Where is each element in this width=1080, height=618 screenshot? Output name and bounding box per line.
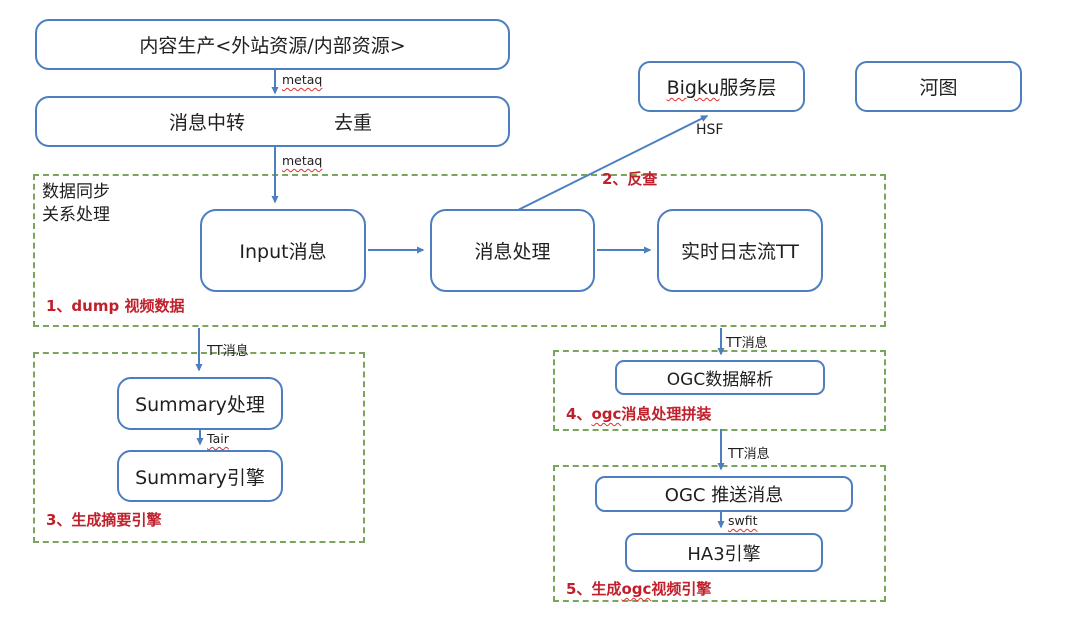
note-step4-word: ogc	[591, 405, 622, 423]
label-tt-ogc-parse: TT消息	[726, 332, 768, 351]
label-tair-text: Tair	[207, 431, 229, 446]
node-dedup-label: 去重	[334, 112, 373, 134]
node-ha3-engine: HA3引擎	[625, 533, 823, 572]
node-hetu-label: 河图	[919, 77, 958, 99]
node-bigku-label: Bigku服务层	[667, 73, 777, 100]
label-metaq-bottom: metaq	[282, 153, 322, 168]
label-hsf: HSF	[696, 122, 723, 138]
note-step5-suffix: 视频引擎	[651, 580, 712, 598]
node-hetu: 河图	[855, 61, 1022, 112]
bigku-suffix: 服务层	[719, 77, 777, 99]
node-input-message-label: Input消息	[239, 241, 327, 263]
label-tt-ogc-parse-text: TT消息	[726, 336, 768, 351]
node-message-processing-label: 消息处理	[474, 241, 551, 263]
node-content-production: 内容生产<外站资源/内部资源>	[35, 19, 510, 70]
node-content-production-label: 内容生产<外站资源/内部资源>	[139, 35, 406, 57]
node-summary-engine: Summary引擎	[117, 450, 283, 502]
group-data-sync-title-line1: 数据同步	[42, 182, 110, 202]
label-tt-summary: TT消息	[207, 340, 249, 359]
label-tt-ogc-push: TT消息	[728, 443, 770, 462]
note-step2-backcheck: 2、反查	[602, 168, 657, 189]
label-hsf-text: HSF	[696, 122, 724, 138]
node-message-relay: 消息中转 去重	[35, 96, 510, 147]
node-realtime-log-tt: 实时日志流TT	[657, 209, 823, 292]
label-metaq-top: metaq	[282, 72, 322, 87]
label-swfit: swfit	[728, 513, 758, 528]
note-step4-prefix: 4、	[566, 405, 592, 423]
label-tt-summary-text: TT消息	[207, 344, 249, 359]
label-swfit-text: swfit	[728, 513, 758, 528]
node-ogc-push-label: OGC 推送消息	[664, 485, 784, 506]
node-ogc-parse-label: OGC数据解析	[666, 370, 774, 390]
note-step4-ogc: 4、ogc消息处理拼装	[566, 403, 711, 424]
note-step5-prefix: 5、生成	[566, 580, 622, 598]
node-message-processing: 消息处理	[430, 209, 595, 292]
node-ogc-parse: OGC数据解析	[615, 360, 825, 395]
note-step5-word: ogc	[621, 580, 652, 598]
note-step5-ogc-video: 5、生成ogc视频引擎	[566, 578, 711, 599]
node-ogc-push: OGC 推送消息	[595, 476, 853, 512]
note-step2-text: 2、反查	[602, 170, 658, 188]
label-tt-ogc-push-text: TT消息	[728, 447, 770, 462]
group-data-sync-title-line2: 关系处理	[42, 205, 110, 225]
label-metaq-top-text: metaq	[282, 72, 323, 87]
node-summary-processing-label: Summary处理	[135, 394, 265, 416]
note-step3-summary: 3、生成摘要引擎	[46, 509, 161, 530]
group-data-sync-title: 数据同步 关系处理	[42, 181, 110, 227]
note-step1-text: 1、dump 视频数据	[46, 297, 185, 315]
group-data-sync	[33, 174, 886, 327]
node-ha3-engine-label: HA3引擎	[687, 543, 761, 565]
node-message-relay-label: 消息中转	[169, 112, 246, 134]
node-summary-processing: Summary处理	[117, 377, 283, 430]
note-step1-dump: 1、dump 视频数据	[46, 295, 184, 316]
node-summary-engine-label: Summary引擎	[135, 466, 265, 489]
node-input-message: Input消息	[200, 209, 366, 292]
node-realtime-log-tt-label: 实时日志流TT	[681, 241, 799, 263]
bigku-word: Bigku	[666, 77, 720, 99]
node-bigku-service: Bigku服务层	[638, 61, 805, 112]
label-tair: Tair	[207, 431, 229, 446]
note-step3-text: 3、生成摘要引擎	[46, 511, 162, 529]
note-step4-suffix: 消息处理拼装	[621, 405, 712, 423]
label-metaq-bottom-text: metaq	[282, 153, 323, 168]
